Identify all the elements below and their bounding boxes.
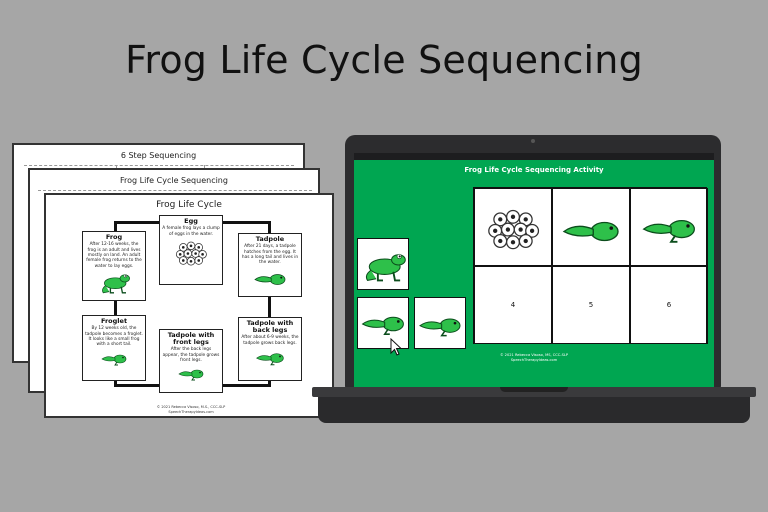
cycle-arrow xyxy=(268,297,271,317)
activity-title: Frog Life Cycle Sequencing Activity xyxy=(464,166,604,174)
stage-heading: Egg xyxy=(184,217,198,225)
board-cell-6[interactable]: 6 xyxy=(630,266,708,344)
stage-text: After the back legs appear, the tadpole … xyxy=(162,347,220,363)
board-cell-5[interactable]: 5 xyxy=(552,266,630,344)
stage-heading: Tadpole xyxy=(255,235,285,243)
board-cell-3[interactable] xyxy=(630,188,708,266)
page-title: Frog Life Cycle Sequencing xyxy=(125,38,643,82)
tadpole-icon xyxy=(563,221,619,242)
cycle-arrow xyxy=(268,221,271,233)
worksheet-front-title: Frog Life Cycle xyxy=(156,200,222,210)
frog-icon xyxy=(361,316,405,335)
stage-text: By 12 weeks old, the tadpole becomes a f… xyxy=(85,326,143,348)
laptop-base xyxy=(312,387,756,397)
worksheet-back-title: 6 Step Sequencing xyxy=(120,151,197,160)
stage-text: After 12-16 weeks, the frog is an adult … xyxy=(86,242,142,269)
cycle-arrow xyxy=(223,221,271,224)
board-cell-2[interactable] xyxy=(552,188,630,266)
tadpole-icon xyxy=(419,318,461,337)
egg-cluster-icon xyxy=(488,209,540,250)
tadpole-icon xyxy=(254,273,286,285)
stage-card-tadpole-front-legs: Tadpole with front legs After the back l… xyxy=(159,329,223,393)
activity-copyright: © 2021 Rebecca Visoso, MS, CCC-SLP Speec… xyxy=(499,353,569,362)
board-cell-4[interactable]: 4 xyxy=(474,266,552,344)
activity-slide: Frog Life Cycle Sequencing Activity 4 5 … xyxy=(354,160,714,388)
cycle-arrow xyxy=(114,381,117,387)
stage-text: After about 6-9 weeks, the tadpole grows… xyxy=(241,335,299,346)
laptop-keyboard-deck xyxy=(318,397,750,423)
tadpole-icon xyxy=(256,353,284,366)
cursor-icon xyxy=(390,338,403,356)
stage-card-frog: Frog After 12-16 weeks, the frog is an a… xyxy=(82,231,146,301)
stage-text: A female frog lays a clump of eggs in th… xyxy=(162,226,220,237)
worksheet-front: Frog Life Cycle Egg A female frog lays a… xyxy=(44,193,334,418)
worksheet-copyright: © 2021 Rebecca Visoso, M.S., CCC-SLP Spe… xyxy=(156,405,226,414)
webcam xyxy=(531,139,535,143)
stage-card-tadpole-back-legs: Tadpole with back legs After about 6-9 w… xyxy=(238,317,302,381)
cycle-arrow xyxy=(114,301,117,315)
laptop-hinge-notch xyxy=(500,387,568,392)
worksheet-middle-title: Frog Life Cycle Sequencing xyxy=(120,176,228,185)
sequencing-board: 4 5 6 xyxy=(473,187,708,344)
stage-card-egg: Egg A female frog lays a clump of eggs i… xyxy=(159,215,223,285)
stage-card-froglet: Froglet By 12 weeks old, the tadpole bec… xyxy=(82,315,146,381)
stage-heading: Froglet xyxy=(100,317,128,325)
draggable-card-froglet[interactable] xyxy=(357,297,409,349)
egg-cluster-icon xyxy=(175,241,207,266)
tadpole-icon xyxy=(642,219,696,243)
stage-text: After 21 days, a tadpole hatches from th… xyxy=(241,244,299,266)
cycle-arrow xyxy=(114,384,159,387)
cycle-arrow xyxy=(268,381,271,387)
frog-icon xyxy=(101,354,127,366)
draggable-card-frog[interactable] xyxy=(357,238,409,290)
stage-card-tadpole: Tadpole After 21 days, a tadpole hatches… xyxy=(238,233,302,297)
stage-heading: Frog xyxy=(105,233,123,241)
frog-icon xyxy=(101,273,131,294)
draggable-card-tadpole-front-legs[interactable] xyxy=(414,297,466,349)
cycle-arrow xyxy=(114,221,159,224)
cycle-arrow xyxy=(223,384,271,387)
stage-heading: Tadpole with front legs xyxy=(167,331,215,347)
tadpole-icon xyxy=(178,369,204,381)
cycle-arrow xyxy=(114,221,117,231)
board-cell-1[interactable] xyxy=(474,188,552,266)
stage-heading: Tadpole with back legs xyxy=(246,319,294,335)
frog-icon xyxy=(365,253,407,282)
